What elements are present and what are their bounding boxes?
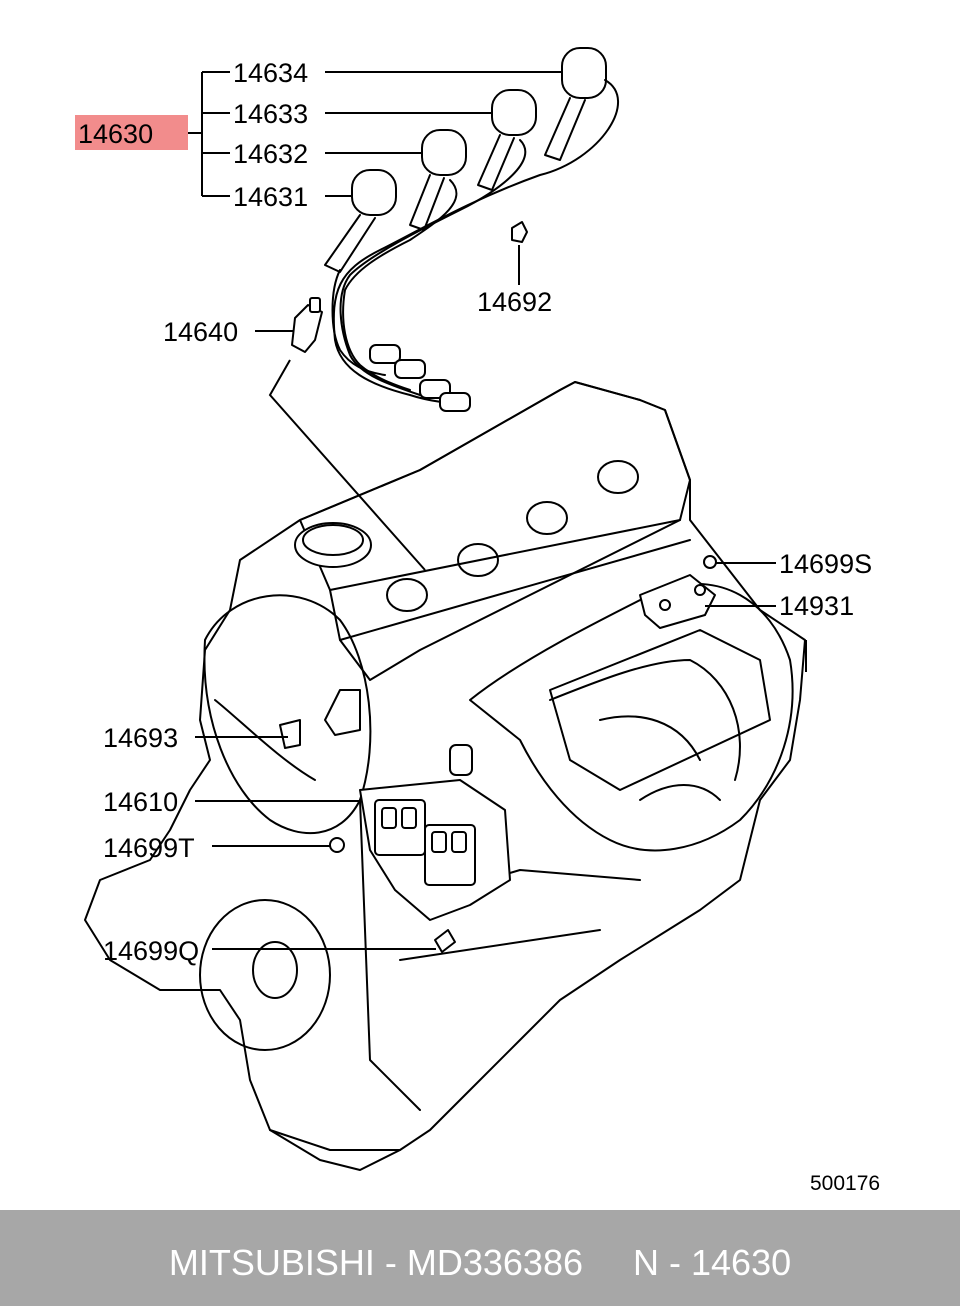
spark-plug <box>291 297 323 353</box>
callout-14640: 14640 <box>163 317 238 347</box>
callout-14699t: 14699T <box>103 833 195 863</box>
drawing-number: 500176 <box>810 1172 880 1195</box>
parts-diagram: 14630 14634 14633 14632 14631 14692 1464… <box>75 47 880 1195</box>
bolt-14699t <box>329 837 345 853</box>
spark-plug-wire-set <box>324 47 619 412</box>
callout-14633: 14633 <box>233 99 308 129</box>
callout-14610: 14610 <box>103 787 178 817</box>
callout-14692: 14692 <box>477 287 552 317</box>
callout-14634: 14634 <box>233 58 308 88</box>
callout-14630: 14630 <box>78 119 153 149</box>
callout-14631: 14631 <box>233 182 308 212</box>
bolt-14699q <box>434 929 456 953</box>
highlight-box <box>75 115 188 150</box>
part-number-caption: MITSUBISHI - MD336386 N - 14630 <box>168 1242 792 1283</box>
footer-bar: MITSUBISHI - MD336386 N - 14630 <box>0 1210 960 1306</box>
engine-assembly <box>84 381 806 1171</box>
ignition-module <box>639 555 717 629</box>
callout-14699q: 14699Q <box>103 936 199 966</box>
callout-14699s: 14699S <box>779 549 872 579</box>
callout-14632: 14632 <box>233 139 308 169</box>
callout-14693: 14693 <box>103 723 178 753</box>
wire-clip <box>511 221 528 243</box>
ignition-coil-assembly <box>359 744 511 921</box>
callout-14931: 14931 <box>779 591 854 621</box>
leader-lines <box>170 71 807 950</box>
